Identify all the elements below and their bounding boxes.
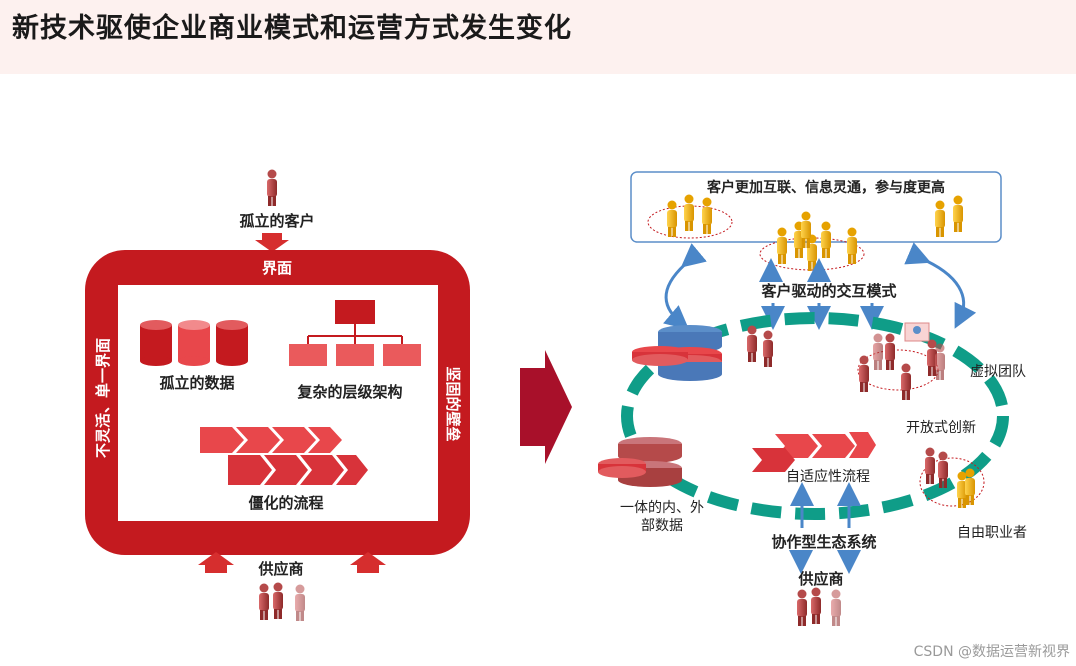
virtual-team-label: 虚拟团队 [970, 364, 1026, 380]
supplier-people-icon [259, 582, 305, 621]
isolated-customer-icon [267, 169, 277, 206]
inner-panel [118, 285, 438, 521]
supplier-down-arrows [789, 550, 861, 574]
database-icon [178, 320, 210, 366]
curved-arrow-icon [663, 243, 707, 330]
hierarchy-icon [289, 300, 421, 366]
ecosystem-ring [621, 312, 1009, 520]
supplier-label-right: 供应商 [797, 570, 843, 588]
database-icon [140, 320, 172, 366]
adaptive-process-icon [752, 432, 876, 472]
supplier-label-left: 供应商 [257, 560, 303, 578]
connected-customers-box [630, 171, 1002, 243]
open-innovation-label: 开放式创新 [906, 420, 976, 436]
integrated-data-icon [632, 325, 722, 381]
title-bar: 新技术驱使企业商业模式和运营方式发生变化 [0, 0, 1076, 74]
interface-band-label: 界面 [262, 259, 292, 277]
complex-hierarchy-label: 复杂的层级架构 [296, 383, 402, 401]
ecosystem-label: 协作型生态系统 [771, 533, 876, 551]
connected-customers-label: 客户更加互联、信息灵通，参与度更高 [706, 179, 945, 196]
inflexible-band-label: 不灵活、单一界面 [94, 338, 112, 458]
up-arrow-icon [350, 552, 386, 573]
interaction-mode-label: 客户驱动的交互模式 [760, 282, 896, 300]
database-icon [216, 320, 248, 366]
freelancer-ring [919, 457, 985, 507]
page-title: 新技术驱使企业商业模式和运营方式发生变化 [12, 13, 572, 44]
virtual-team-ring [857, 349, 939, 391]
isolated-data-label: 孤立的数据 [159, 374, 234, 392]
isolated-customer-label: 孤立的客户 [239, 212, 314, 230]
watermark-text: CSDN @数据运营新视界 [914, 644, 1070, 660]
barrier-band-label: 坚固的壁垒 [444, 366, 462, 441]
integrated-data-icon [598, 437, 682, 487]
virtual-team-icon [859, 322, 945, 400]
up-arrow-icon [198, 552, 234, 573]
curved-arrow-icon [904, 242, 977, 329]
integrated-data-label-line1: 一体的内、外 [620, 500, 704, 516]
team-people-icon [747, 325, 773, 367]
customer-group-ring [647, 205, 733, 239]
integrated-data-label-line2: 部数据 [641, 518, 683, 534]
adaptive-process-label: 自适应性流程 [786, 468, 870, 485]
down-arrow-icon [255, 233, 289, 252]
rigid-process-icon [200, 427, 368, 485]
supplier-people-icon [797, 587, 841, 626]
ecosystem-up-arrows [790, 482, 861, 528]
interaction-arrows [759, 258, 884, 330]
transition-arrow-icon [520, 350, 572, 464]
freelancer-label: 自由职业者 [957, 525, 1027, 541]
customer-group-icon [667, 194, 712, 237]
rigid-process-label: 僵化的流程 [248, 494, 323, 512]
